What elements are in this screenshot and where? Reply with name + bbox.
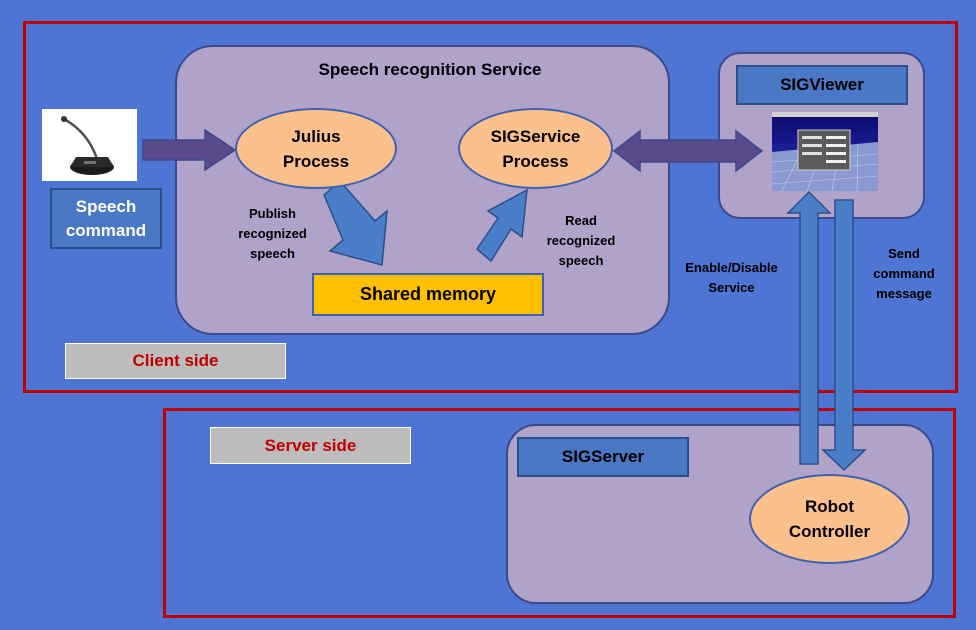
microphone-icon: [61, 116, 114, 175]
client-side-label: Client side: [65, 343, 286, 379]
send-command-message-label: Send command message: [873, 246, 935, 301]
read-arrow: [476, 188, 528, 263]
enable-disable-service-label: Enable/Disable Service: [685, 260, 778, 295]
input-arrow: [142, 128, 237, 172]
robot-controller-node: Robot Controller: [749, 474, 910, 564]
server-side-region: [163, 408, 956, 618]
bidirectional-arrow: [612, 129, 764, 173]
speech-recognition-service-title: Speech recognition Service: [318, 60, 542, 79]
sigserver-title-box: SIGServer: [517, 437, 689, 477]
speech-command-box: Speech command: [50, 188, 162, 249]
julius-process-node: Julius Process: [235, 108, 397, 189]
read-recognized-speech-label: Read recognized speech: [546, 213, 616, 268]
publish-arrow: [323, 179, 388, 266]
sigviewer-title-box: SIGViewer: [736, 65, 908, 105]
microphone-image: [42, 109, 137, 181]
sigservice-process-node: SIGService Process: [458, 108, 613, 189]
sigviewer-screenshot-image: [772, 112, 878, 191]
sigviewer-screenshot-graphic: [772, 112, 878, 191]
send-command-arrow: [821, 199, 867, 472]
enable-disable-arrow: [786, 190, 832, 465]
server-side-label: Server side: [210, 427, 411, 464]
client-side-region: [23, 21, 958, 393]
shared-memory-box: Shared memory: [312, 273, 544, 316]
publish-recognized-speech-label: Publish recognized speech: [238, 206, 307, 261]
